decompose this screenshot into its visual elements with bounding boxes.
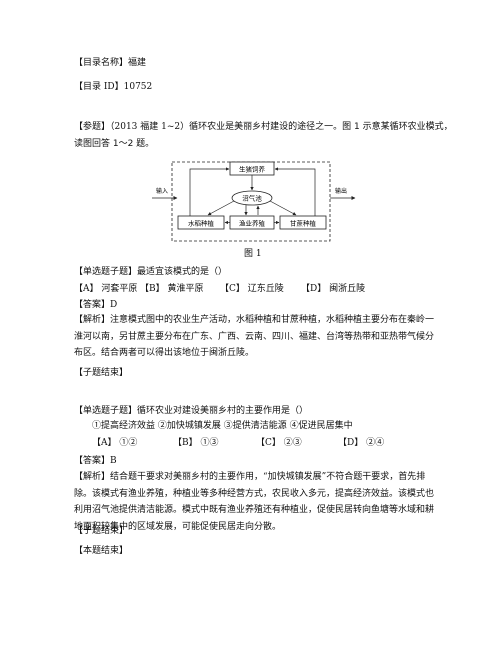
question-intro-text: 循环农业是美丽乡村建设的途径之一。图 1 示意某循环农业模式， [189,122,453,132]
q1-option-a[interactable]: 【A】 河套平原 [74,284,138,294]
circular-agriculture-figure: 输入 输出 生猪饲养 沼气池 水稻种植 渔业养殖 甘蔗种植 [152,161,356,242]
q2-analysis: 【解析】结合题干要求对美丽乡村的主要作用，“加快城镇发展”不符合题干要求，首先排… [74,472,435,532]
catalog-name: 【目录名称】福建 [74,58,147,68]
question-intro-line-1: 【参题】（2013 福建 1~2）循环农业是美丽乡村建设的途径之一。图 1 示意… [74,121,453,133]
biogas-label: 沼气池 [242,194,262,203]
flow-arrows [189,167,316,225]
q2-stem: 【单选题子题】循环农业对建设美丽乡村的主要作用是（） [74,406,309,416]
figure-caption: 图 1 [244,249,262,259]
sugarcane-label: 甘蔗种植 [290,219,317,228]
q1-stem: 【单选题子题】最适宜该模式的是（） [74,267,228,277]
fishery-label: 渔业养殖 [239,219,266,228]
q1-option-c[interactable]: 【C】 辽东丘陵 [220,284,284,294]
rice-box [177,215,225,230]
q2-option-a[interactable]: 【A】 ①② [92,438,138,448]
q2-options: 【A】 ①② 【B】 ①③ 【C】 ②③ 【D】 ②④ [74,437,384,449]
q2-answer: 【答案】B [74,456,117,466]
q1-option-b[interactable]: 【B】 黄淮平原 [140,284,204,294]
q1-answer: 【答案】D [74,300,118,310]
input-label: 输入 [156,187,168,195]
q1-analysis: 【解析】注意模式图中的农业生产活动，水稻种植和甘蔗种植，水稻种植主要分布在秦岭一… [74,315,435,358]
question-end: 【本题结束】 [74,546,129,556]
question-intro-line-2: 读图回答 1～2 题。 [74,139,155,149]
question-source: 【参题】（2013 福建 1~2） [74,122,190,132]
output-label: 输出 [335,187,347,195]
q2-choices: ①提高经济效益 ②加快城镇发展 ③提供清洁能源 ④促进民居集中 [92,421,353,431]
q1-options: 【A】 河套平原【B】 黄淮平原 【C】 辽东丘陵 【D】 闽浙丘陵 [74,283,365,295]
q2-option-c[interactable]: 【C】 ②③ [256,438,302,448]
livestock-label: 生猪饲养 [239,165,266,174]
q2-option-d[interactable]: 【D】 ②④ [338,438,385,448]
q1-end: 【子题结束】 [74,368,129,378]
rice-label: 水稻种植 [188,219,215,228]
q2-option-b[interactable]: 【B】 ①③ [173,438,219,448]
system-boundary [171,161,331,242]
q1-option-d[interactable]: 【D】 闽浙丘陵 [301,284,366,294]
catalog-id: 【目录 ID】10752 [74,82,153,92]
biogas-ellipse [231,190,273,206]
q2-end: 【子题结束】 [74,526,129,536]
sugarcane-box [279,215,327,230]
